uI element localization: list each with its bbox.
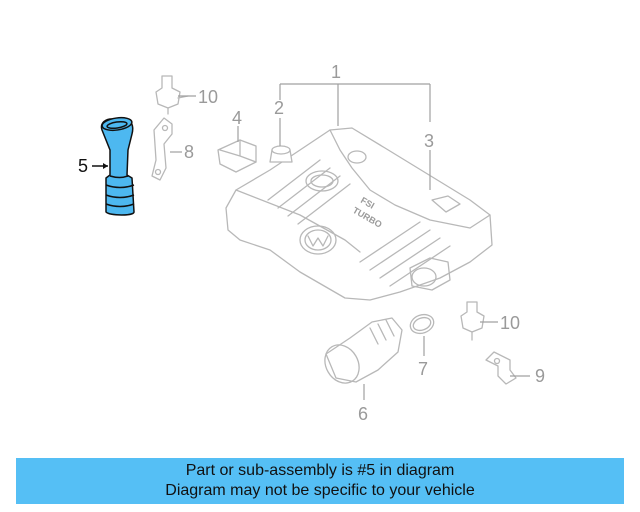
valve-part-top	[155, 75, 189, 115]
callout-9: 9	[535, 366, 545, 386]
info-banner: Part or sub-assembly is #5 in diagram Di…	[16, 458, 624, 504]
grommet-part	[269, 145, 293, 163]
callouts: 1 2 3 4 5 6 7 8 9 10 10	[78, 62, 545, 424]
callout-8: 8	[184, 142, 194, 162]
callout-4: 4	[232, 108, 242, 128]
callout-1: 1	[331, 62, 341, 82]
banner-line-disclaimer: Diagram may not be specific to your vehi…	[165, 482, 475, 499]
callout-5: 5	[78, 156, 88, 176]
callout-7: 7	[418, 359, 428, 379]
bracket-part-8	[151, 117, 173, 181]
intake-duct-part	[324, 317, 403, 384]
sensor-part	[217, 139, 257, 173]
callout-10-bottom: 10	[500, 313, 520, 333]
clamp-part	[409, 313, 435, 335]
leader-lines	[92, 83, 530, 400]
callout-3: 3	[424, 131, 434, 151]
banner-line-part: Part or sub-assembly is #5 in diagram	[185, 462, 455, 479]
engine-cover: FSI TURBO	[225, 127, 493, 301]
callout-6: 6	[358, 404, 368, 424]
valve-part-bottom	[460, 301, 485, 341]
parts-diagram: FSI TURBO	[78, 62, 545, 424]
callout-10-top: 10	[198, 87, 218, 107]
callout-2: 2	[274, 98, 284, 118]
hose-part-highlighted	[100, 116, 135, 216]
bracket-part-9	[485, 351, 517, 385]
